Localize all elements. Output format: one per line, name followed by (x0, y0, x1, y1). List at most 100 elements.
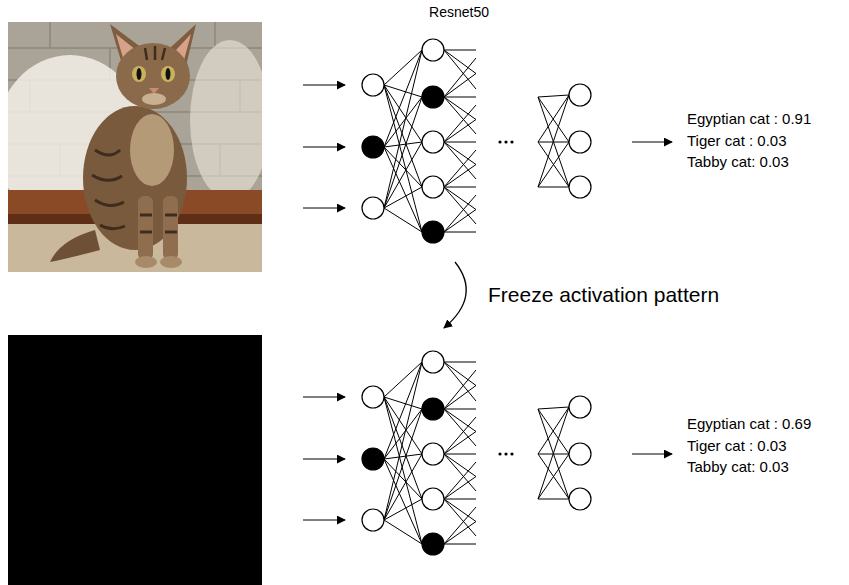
ellipsis-dot (504, 140, 507, 143)
network-wire (444, 58, 476, 97)
ellipsis-dot (498, 452, 501, 455)
network-wire (538, 407, 569, 454)
ellipsis-dot (510, 452, 513, 455)
network-wire (384, 409, 422, 459)
network-wire (538, 95, 569, 97)
neuron (569, 131, 591, 153)
neural-network (303, 351, 672, 555)
network-wire (632, 454, 672, 455)
network-wire (384, 397, 422, 409)
black-image (8, 335, 262, 585)
network-wire (384, 499, 422, 520)
neuron (362, 448, 384, 470)
neuron (422, 533, 444, 555)
neuron (422, 86, 444, 108)
network-wire (384, 85, 422, 232)
network-wire (384, 142, 422, 147)
network-wire (303, 85, 345, 86)
network-wire (384, 454, 422, 520)
neuron (569, 84, 591, 106)
class-score: Egyptian cat : 0.69 (687, 415, 811, 433)
neuron (422, 221, 444, 243)
network-wire (384, 187, 422, 208)
network-wire (384, 397, 422, 499)
network-wire (444, 454, 476, 455)
ellipsis-dot (504, 452, 507, 455)
freeze-arrow (444, 262, 466, 328)
network-wire (384, 85, 422, 97)
network-wire (384, 362, 422, 397)
network-wire (444, 187, 476, 224)
neural-network (303, 39, 672, 243)
model-name: Resnet50 (429, 4, 489, 21)
class-score: Tiger cat : 0.03 (687, 437, 787, 455)
network-wire (444, 97, 476, 134)
neuron (569, 396, 591, 418)
step-label: Freeze activation pattern (488, 282, 719, 307)
network-wire (384, 409, 422, 520)
network-wire (303, 397, 345, 398)
network-wire (384, 459, 422, 544)
neuron (422, 488, 444, 510)
network-wire (384, 142, 422, 208)
network-wire (538, 454, 569, 499)
network-wire (444, 142, 476, 143)
network-wire (538, 499, 569, 500)
neuron (569, 443, 591, 465)
neuron (362, 509, 384, 531)
network-wire (444, 232, 476, 233)
network-wire (632, 142, 672, 143)
network-wire (538, 407, 569, 409)
network-wire (444, 50, 476, 51)
network-wire (384, 50, 422, 85)
class-score: Tabby cat: 0.03 (687, 153, 789, 171)
network-wire (538, 407, 569, 499)
neuron (362, 197, 384, 219)
network-wire (444, 507, 476, 544)
network-wire (538, 142, 569, 187)
network-wire (444, 105, 476, 142)
network-wire (384, 85, 422, 187)
network-wire (444, 362, 476, 401)
neuron (362, 386, 384, 408)
network-wire (538, 142, 569, 187)
network-wire (444, 50, 476, 89)
network-wire (384, 520, 422, 544)
class-score: Egyptian cat : 0.91 (687, 110, 811, 128)
network-wire (384, 97, 422, 147)
neuron (422, 131, 444, 153)
network-wire (303, 459, 345, 460)
ellipsis-dot (510, 140, 513, 143)
network-wire (444, 370, 476, 409)
network-wire (444, 544, 476, 545)
network-wire (444, 409, 476, 446)
neuron (569, 488, 591, 510)
network-wire (444, 499, 476, 536)
network-wire (303, 208, 345, 209)
network-wire (444, 187, 476, 188)
neuron (422, 176, 444, 198)
network-wire (538, 187, 569, 188)
network-wire (384, 454, 422, 459)
network-wire (384, 362, 422, 520)
network-wire (444, 195, 476, 232)
network-wire (444, 362, 476, 363)
network-wire (538, 95, 569, 187)
network-wire (444, 499, 476, 500)
network-wire (444, 409, 476, 410)
class-score: Tiger cat : 0.03 (687, 132, 787, 150)
neuron (422, 398, 444, 420)
network-wire (444, 97, 476, 98)
neuron (422, 443, 444, 465)
class-score: Tabby cat: 0.03 (687, 458, 789, 476)
network-wire (444, 462, 476, 499)
neuron (569, 176, 591, 198)
network-wire (444, 142, 476, 179)
network-wire (444, 454, 476, 491)
neuron (422, 351, 444, 373)
network-wire (384, 50, 422, 208)
network-wire (384, 50, 422, 147)
network-wire (384, 208, 422, 232)
